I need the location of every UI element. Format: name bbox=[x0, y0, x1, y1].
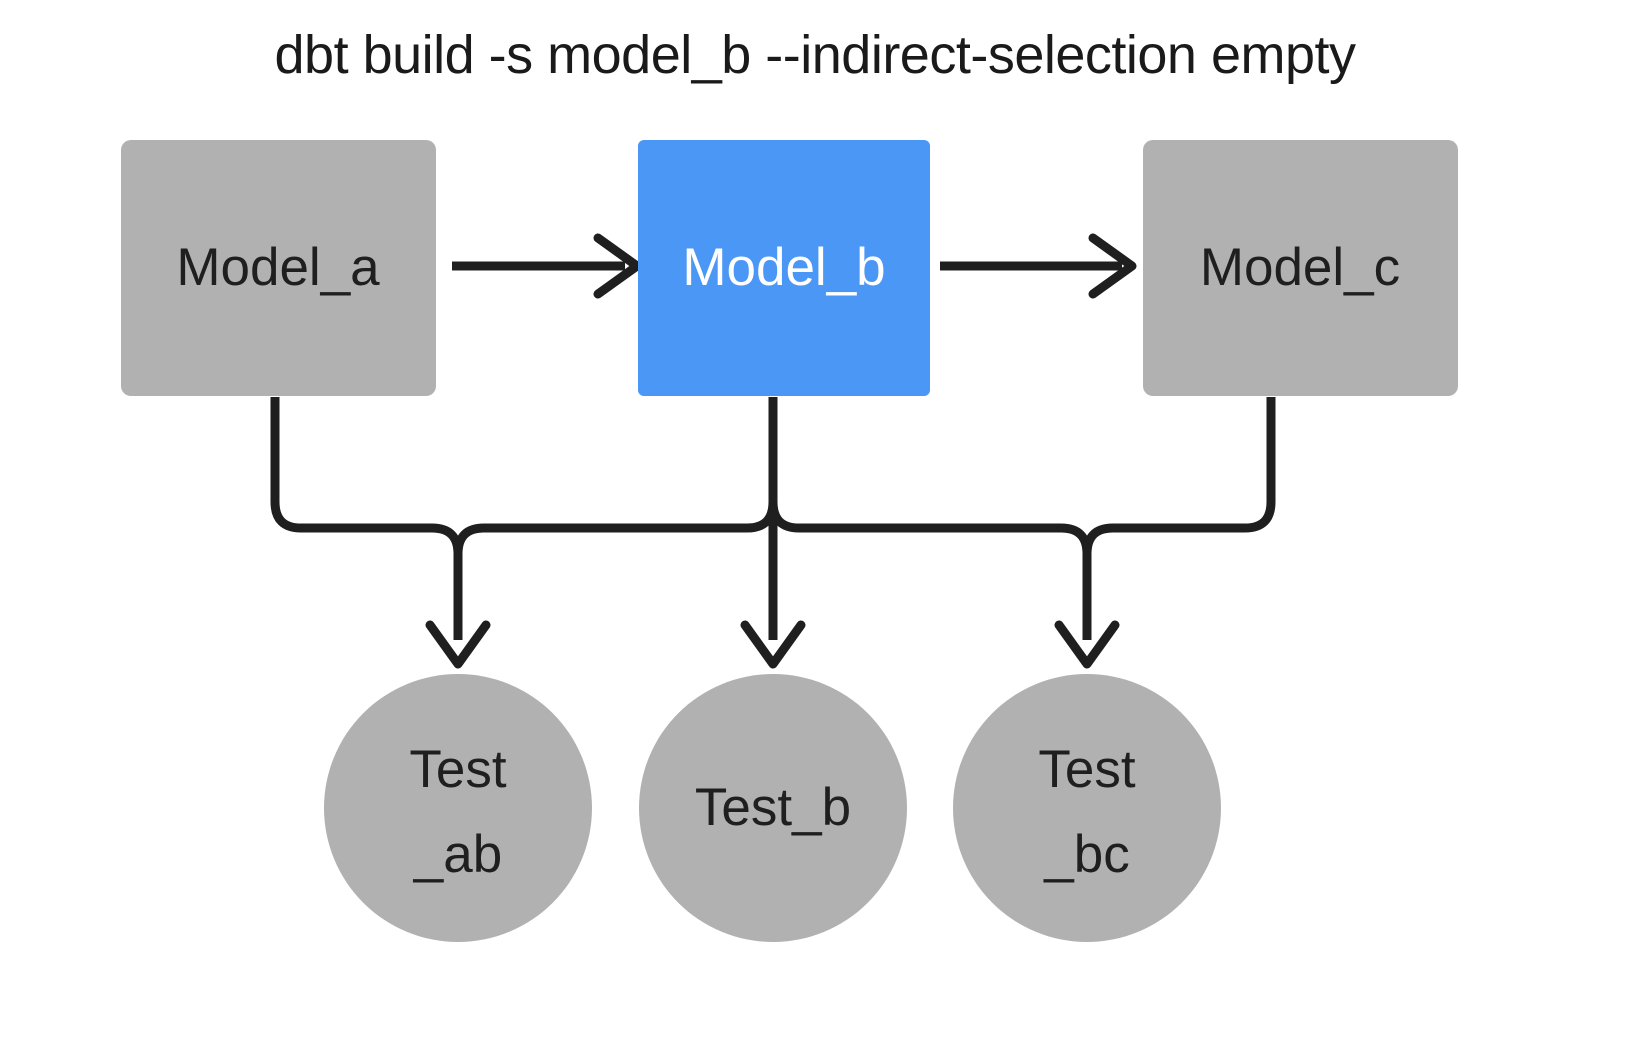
model-c-box[interactable] bbox=[1143, 140, 1458, 396]
edge-model-a-to-test-ab bbox=[270, 397, 463, 640]
node-model-c[interactable]: Model_c bbox=[1143, 140, 1458, 396]
edge-model-b-to-model-c bbox=[940, 233, 1137, 299]
test-ab-label-line1: Test bbox=[409, 740, 506, 799]
edge-layer bbox=[270, 233, 1276, 669]
model-b-box[interactable] bbox=[638, 140, 930, 396]
test-bc-label-line1: Test bbox=[1038, 740, 1135, 799]
test-bc-circle[interactable] bbox=[953, 674, 1221, 942]
node-model-b[interactable]: Model_b bbox=[638, 140, 930, 396]
node-test-b[interactable]: Test_b bbox=[639, 674, 907, 942]
test-b-circle[interactable] bbox=[639, 674, 907, 942]
arrow-head-down-test-b bbox=[740, 620, 806, 669]
node-test-bc[interactable]: Test _bc bbox=[953, 674, 1221, 942]
test-b-label-line1: Test_b bbox=[695, 778, 851, 837]
arrow-head-down-test-ab bbox=[425, 620, 491, 669]
test-ab-label-line2: _ab bbox=[413, 825, 502, 884]
model-c-label: Model_c bbox=[1200, 238, 1400, 297]
model-a-label: Model_a bbox=[176, 238, 380, 297]
arrow-head-right bbox=[1088, 233, 1137, 299]
model-a-box[interactable] bbox=[121, 140, 436, 396]
arrow-head-right bbox=[593, 233, 642, 299]
arrow-head-down-test-bc bbox=[1054, 620, 1120, 669]
node-test-ab[interactable]: Test _ab bbox=[324, 674, 592, 942]
edge-model-a-to-model-b bbox=[452, 233, 642, 299]
diagram-title: dbt build -s model_b --indirect-selectio… bbox=[274, 25, 1357, 85]
test-bc-label-line2: _bc bbox=[1043, 825, 1129, 884]
test-ab-circle[interactable] bbox=[324, 674, 592, 942]
node-model-a[interactable]: Model_a bbox=[121, 140, 436, 396]
edge-model-b-to-test-ab bbox=[453, 397, 778, 640]
model-b-label: Model_b bbox=[682, 238, 885, 297]
edge-model-c-to-test-bc bbox=[1082, 397, 1276, 640]
edge-model-b-to-test-bc bbox=[768, 397, 1092, 640]
